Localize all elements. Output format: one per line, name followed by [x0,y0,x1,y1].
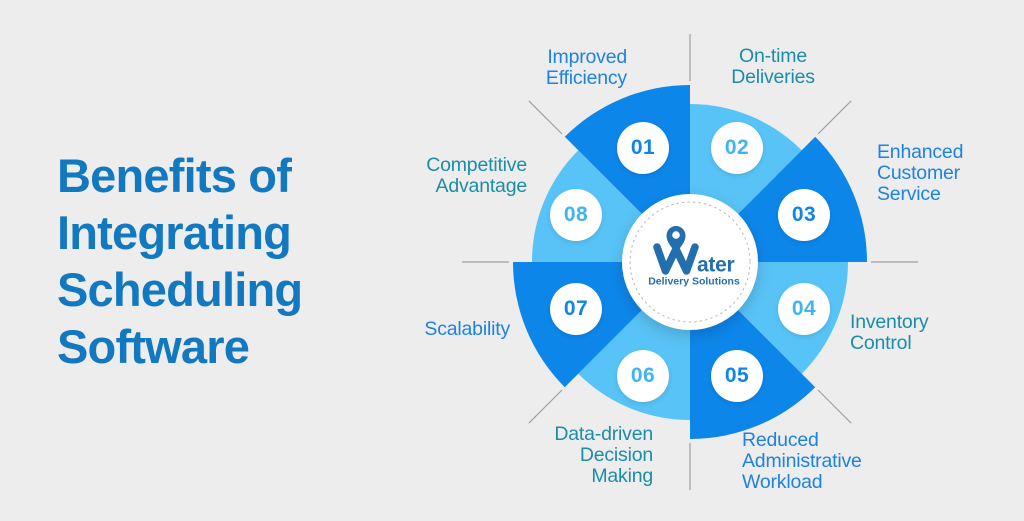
segment-number-03: 03 [791,203,817,226]
segment-label-data-driven-decision-making: Data-driven Decision Making [554,423,653,487]
segment-label-on-time-deliveries: On-time Deliveries [731,45,815,88]
logo-tagline: Delivery Solutions [648,276,740,288]
divider-line [817,100,852,135]
segment-number-04: 04 [791,297,817,320]
logo-w-icon [653,243,699,275]
segment-number-badge-03: 03 [778,189,830,241]
brand-logo: ater Delivery Solutions [648,226,740,288]
main-title: Benefits of Integrating Scheduling Softw… [57,149,303,373]
segment-number-badge-06: 06 [617,350,669,402]
divider-line [817,389,852,424]
segment-label-reduced-administrative-workload: Reduced Administrative Workload [742,429,862,493]
segment-number-badge-05: 05 [711,350,763,402]
segment-label-improved-efficiency: Improved Efficiency [545,46,627,89]
divider-line [528,389,563,424]
segment-number-badge-07: 07 [550,283,602,335]
location-pin-icon [666,226,686,253]
segment-number-07: 07 [563,297,589,320]
logo-wordmark-suffix: ater [697,254,734,277]
divider-line [528,100,563,135]
segment-number-badge-04: 04 [778,283,830,335]
segment-number-01: 01 [630,136,656,159]
segment-label-inventory-control: Inventory Control [850,311,929,354]
segment-label-enhanced-customer-service: Enhanced Customer Service [877,141,964,205]
segment-number-08: 08 [563,203,589,226]
segment-label-scalability: Scalability [424,318,510,340]
segment-number-06: 06 [630,364,656,387]
segment-number-badge-08: 08 [550,189,602,241]
location-pin-hole [672,231,680,239]
segment-number-badge-02: 02 [711,122,763,174]
dotted-ring [629,201,751,323]
segment-label-competitive-advantage: Competitive Advantage [426,154,527,197]
segment-number-02: 02 [724,136,750,159]
logo-disc: ater Delivery Solutions [622,194,758,330]
divider-lines [462,34,918,490]
segment-number-05: 05 [724,364,750,387]
segment-number-badge-01: 01 [617,122,669,174]
